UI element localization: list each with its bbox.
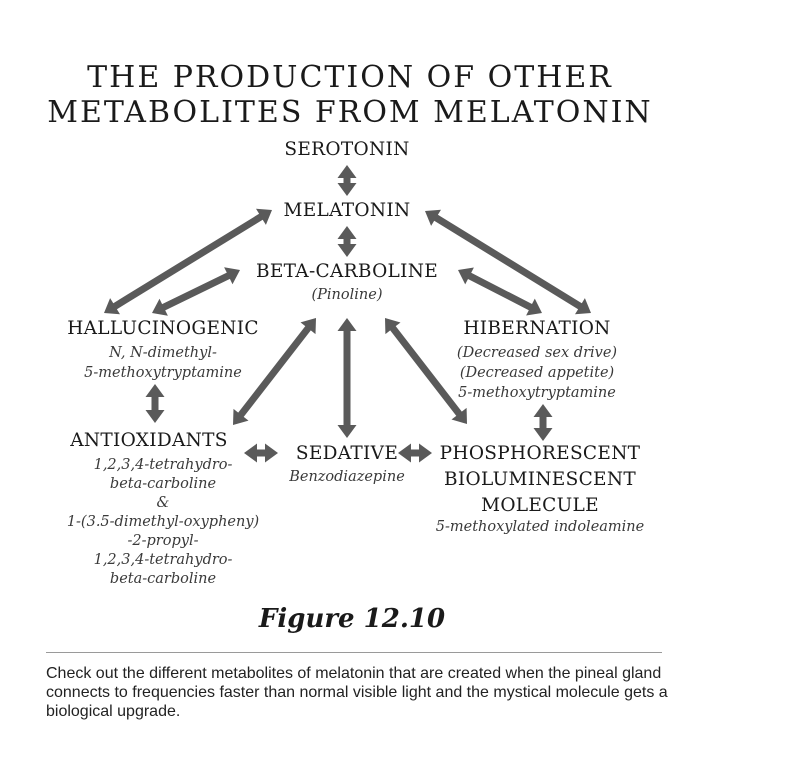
node-phosphorescent: PHOSPHORESCENT (439, 443, 641, 464)
arrow-sedative-phosphorescent (398, 443, 432, 463)
antioxidants-subtitle-4: 1-(3.5-dimethyl-oxypheny) (66, 514, 260, 530)
figure-label: Figure 12.10 (258, 604, 446, 634)
arrow-melatonin-beta-carboline (337, 226, 357, 257)
arrow-beta-carboline-hallucinogenic (152, 267, 240, 316)
hibernation-subtitle-2: (Decreased appetite) (459, 365, 615, 381)
hibernation-subtitle-3: 5-methoxytryptamine (458, 385, 616, 401)
diagram-title-line-2: METABOLITES FROM MELATONIN (47, 95, 653, 130)
sedative-subtitle: Benzodiazepine (289, 469, 405, 485)
arrow-beta-carboline-phosphorescent (385, 318, 467, 424)
arrow-serotonin-melatonin (337, 165, 357, 196)
figure-caption: Check out the different metabolites of m… (46, 665, 668, 720)
hallucinogenic-subtitle-1: N, N-dimethyl- (109, 345, 217, 361)
arrow-melatonin-hallucinogenic (104, 208, 272, 315)
antioxidants-subtitle-6: 1,2,3,4-tetrahydro- (93, 552, 233, 568)
antioxidants-subtitle-7: beta-carboline (109, 571, 217, 587)
node-hibernation: HIBERNATION (463, 318, 611, 339)
antioxidants-subtitle-2: beta-carboline (109, 476, 217, 492)
node-beta-carboline: BETA-CARBOLINE (255, 261, 439, 282)
arrow-melatonin-hibernation (425, 209, 591, 315)
node-serotonin: SEROTONIN (284, 139, 410, 160)
node-antioxidants: ANTIOXIDANTS (70, 430, 228, 451)
arrow-beta-carboline-antioxidants (233, 318, 316, 425)
node-molecule: MOLECULE (481, 495, 599, 516)
diagram-title-line-1: THE PRODUCTION OF OTHER (87, 60, 613, 95)
arrow-hibernation-phosphorescent (533, 404, 553, 441)
arrow-hallucinogenic-antioxidants (145, 384, 165, 423)
phosphorescent-subtitle: 5-methoxylated indoleamine (435, 519, 645, 535)
arrow-beta-carboline-hibernation (458, 267, 542, 316)
antioxidants-subtitle-3: & (156, 495, 170, 511)
arrow-beta-carboline-sedative (337, 318, 357, 438)
node-sedative: SEDATIVE (295, 443, 399, 464)
caption-divider (46, 652, 662, 653)
node-melatonin: MELATONIN (283, 200, 411, 221)
hibernation-subtitle-1: (Decreased sex drive) (456, 345, 618, 361)
arrow-antioxidants-sedative (244, 443, 278, 463)
hallucinogenic-subtitle-2: 5-methoxytryptamine (84, 365, 242, 381)
antioxidants-subtitle-5: -2-propyl- (127, 533, 199, 549)
antioxidants-subtitle-1: 1,2,3,4-tetrahydro- (93, 457, 233, 473)
node-bioluminescent: BIOLUMINESCENT (444, 469, 636, 490)
node-hallucinogenic: HALLUCINOGENIC (67, 318, 259, 339)
beta-carboline-subtitle: (Pinoline) (311, 287, 383, 303)
